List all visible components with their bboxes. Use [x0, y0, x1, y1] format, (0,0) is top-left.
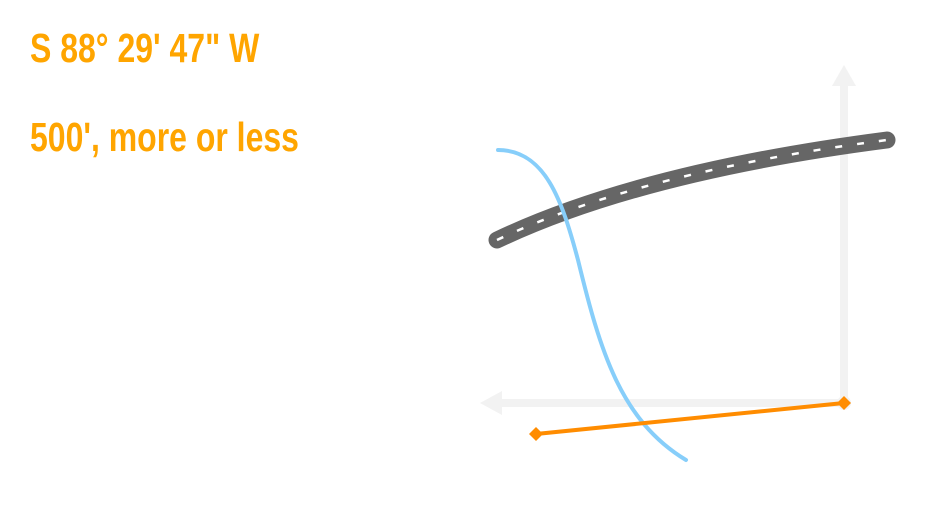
west-arrow-head	[480, 391, 502, 415]
bearing-label: S 88° 29' 47" W	[30, 25, 260, 71]
road	[488, 131, 896, 249]
boundary-segment	[535, 401, 845, 436]
boundary-end-marker	[837, 396, 851, 410]
distance-label: 500', more or less	[30, 114, 299, 160]
boundary-line	[529, 396, 851, 441]
axes	[480, 65, 856, 415]
stream-line	[496, 148, 688, 462]
boundary-start-marker	[529, 427, 543, 441]
road-centerline	[496, 138, 888, 242]
north-arrow-head	[832, 65, 856, 86]
